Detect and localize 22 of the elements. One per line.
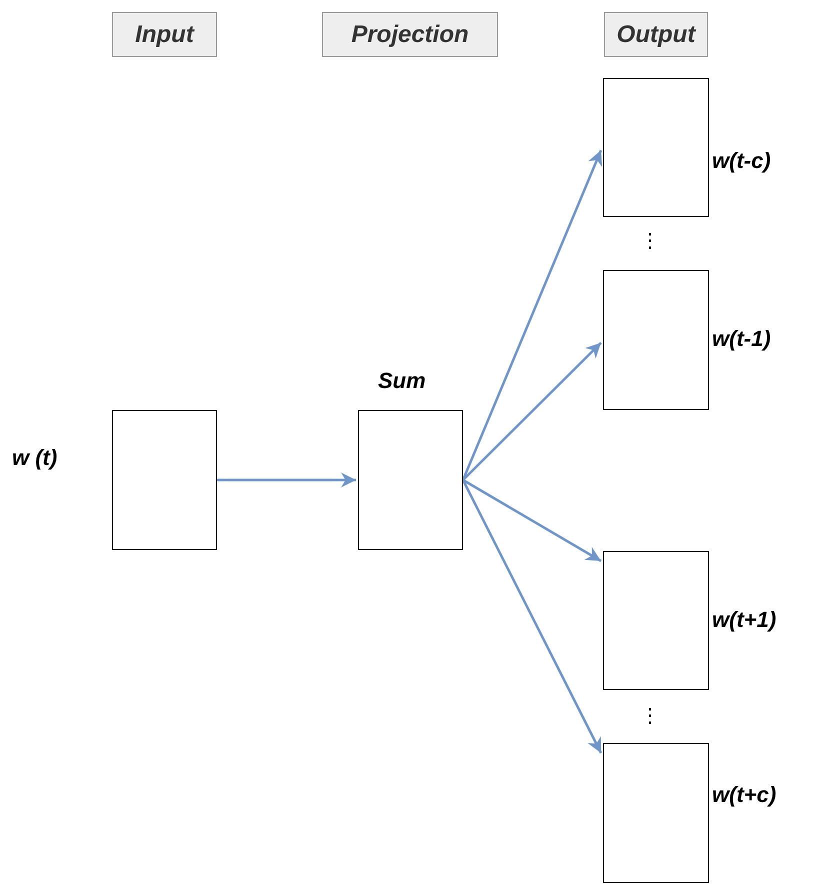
layer-box (112, 410, 217, 550)
header-box: Output (604, 12, 708, 57)
arrow (462, 150, 602, 480)
header-box: Input (112, 12, 217, 57)
arrow (462, 342, 602, 481)
node-caption: w(t+c) (712, 782, 776, 808)
arrow (217, 472, 356, 488)
ellipsis-label: ⋮ (640, 704, 660, 728)
arrow (462, 479, 602, 754)
node-caption: w(t+1) (712, 607, 776, 633)
header-box: Projection (322, 12, 498, 57)
arrow (462, 478, 602, 562)
layer-box (603, 78, 709, 217)
layer-box (603, 551, 709, 690)
node-caption: w (t) (12, 445, 58, 471)
node-caption: Sum (378, 368, 426, 394)
node-caption: w(t-1) (712, 326, 771, 352)
ellipsis-label: ⋮ (640, 229, 660, 253)
node-caption: w(t-c) (712, 148, 771, 174)
layer-box (358, 410, 463, 550)
layer-box (603, 743, 709, 883)
layer-box (603, 270, 709, 410)
